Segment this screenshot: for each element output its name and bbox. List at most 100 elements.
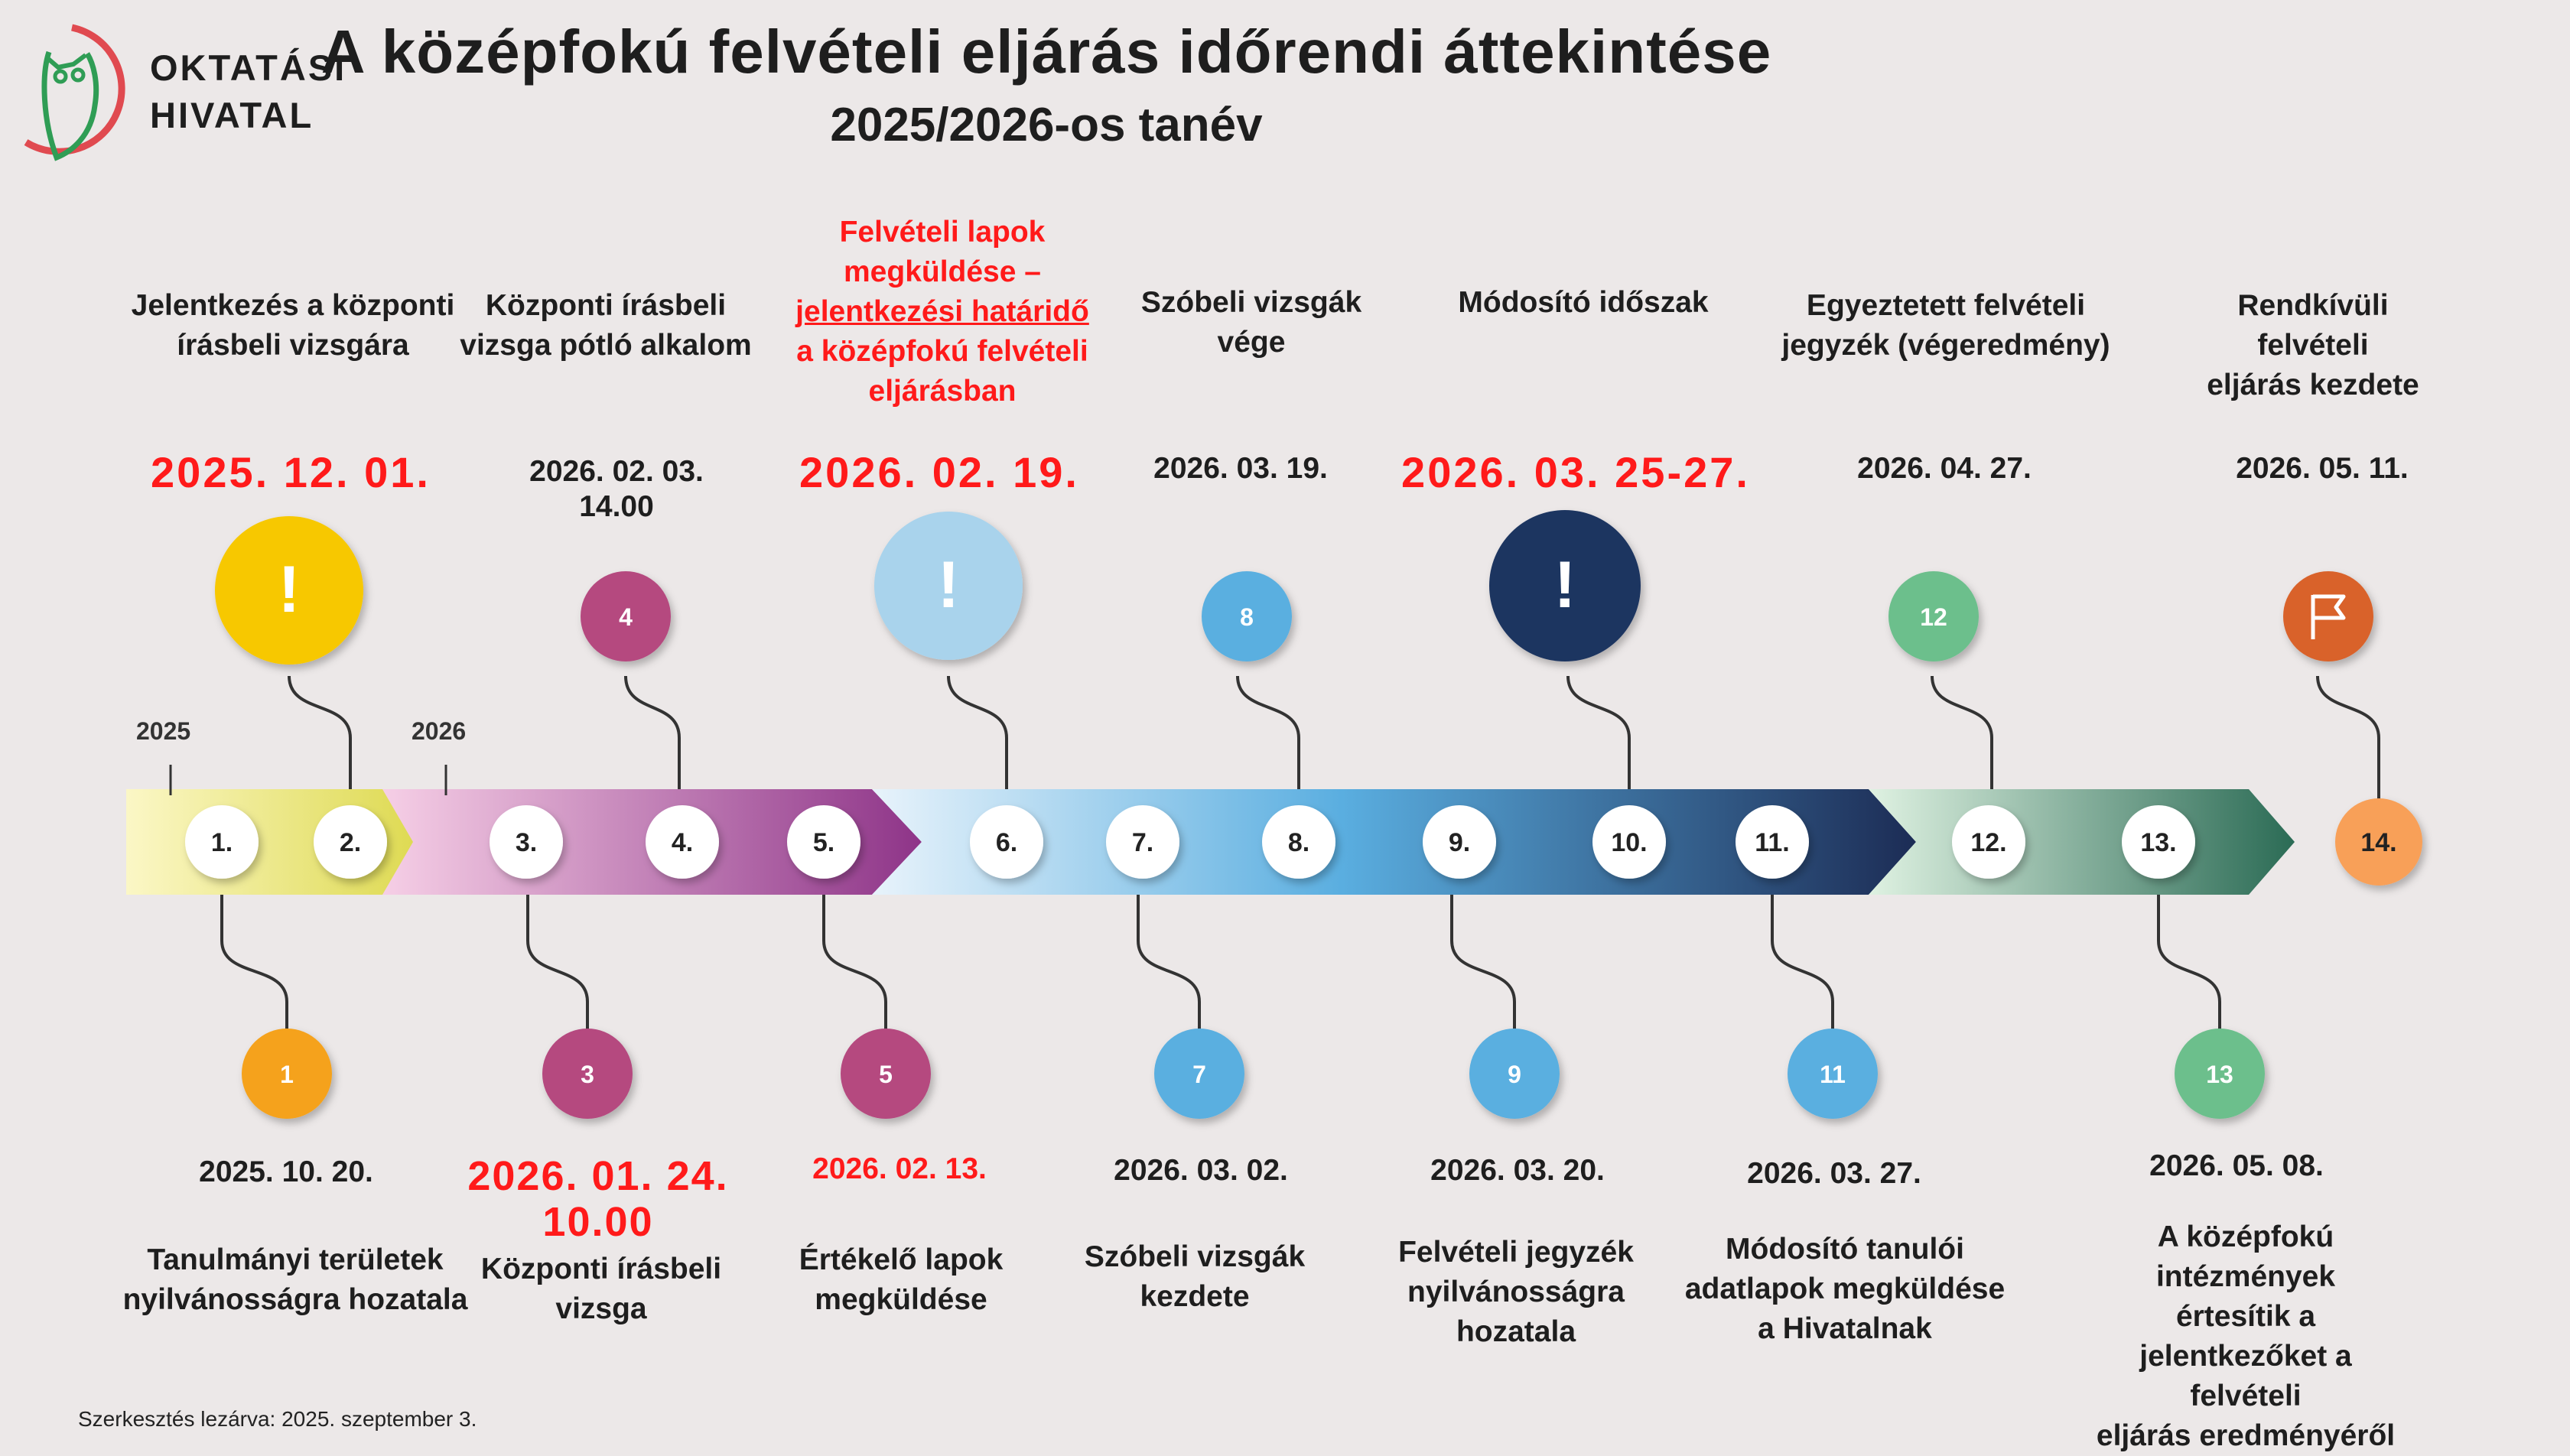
step-label-4: 4.	[672, 828, 693, 857]
step-circle-5	[787, 805, 860, 879]
label-e8-l2: vége	[1217, 326, 1286, 359]
marker-e3	[542, 1029, 633, 1119]
label-e10-l1: Módosító időszak	[1458, 286, 1709, 319]
label-e8-l1: Szóbeli vizsgák	[1140, 286, 1362, 319]
step-label-14: 14.	[2360, 828, 2396, 857]
label-e6-l1: Felvételi lapok	[839, 216, 1046, 249]
label-e11-l2: adatlapok megküldése	[1684, 1272, 2006, 1305]
marker-e12	[1888, 571, 1979, 661]
page-title: A középfokú felvételi eljárás időrendi á…	[320, 18, 1772, 86]
label-e11-l3: a Hivatalnak	[1758, 1312, 1932, 1345]
marker-e9	[1469, 1029, 1560, 1119]
marker-e9-text: 9	[1508, 1061, 1521, 1088]
marker-e8-text: 8	[1240, 603, 1254, 631]
step-circle-6	[970, 805, 1043, 879]
label-e5: Értékelő lapok megküldése	[799, 1240, 1004, 1320]
label-e8: Szóbeli vizsgák vége	[1141, 283, 1361, 362]
logo	[3, 21, 141, 167]
marker-e4	[581, 571, 671, 661]
label-e1: Tanulmányi területek nyilvánosságra hoza…	[123, 1240, 468, 1320]
marker-e13	[2175, 1029, 2265, 1119]
date-e4-l1: 2026. 02. 03.	[529, 455, 704, 488]
date-e2: 2025. 12. 01.	[151, 448, 431, 496]
label-e7-l1: Szóbeli vizsgák	[1084, 1240, 1306, 1273]
date-e7: 2026. 03. 02.	[1114, 1154, 1288, 1187]
marker-e5	[841, 1029, 931, 1119]
page-subtitle: 2025/2026-os tanév	[830, 99, 1263, 151]
marker-e11	[1788, 1029, 1878, 1119]
label-e7: Szóbeli vizsgák kezdete	[1085, 1237, 1305, 1317]
label-e13-l4: eljárás eredményéről	[2096, 1419, 2396, 1452]
arrow-segment-green	[1869, 789, 2295, 895]
label-e4-l2: vizsga pótló alkalom	[460, 329, 752, 362]
label-e9-l1: Felvételi jegyzék	[1398, 1236, 1634, 1269]
year-2025: 2025	[136, 717, 191, 745]
marker-e6	[874, 512, 1023, 660]
date-e3-l1: 2026. 01. 24.	[467, 1153, 729, 1199]
logo-line2: HIVATAL	[150, 95, 314, 135]
label-e9: Felvételi jegyzék nyilvánosságra hozatal…	[1398, 1233, 1634, 1352]
step-label-1: 1.	[211, 828, 233, 857]
year-2026: 2026	[412, 717, 467, 745]
step-circle-9	[1423, 805, 1496, 879]
step-circle-1	[185, 805, 259, 879]
label-e11-l1: Módosító tanulói	[1726, 1233, 1964, 1266]
label-e6-l4: a középfokú felvételi	[796, 335, 1088, 368]
marker-e8	[1202, 571, 1292, 661]
marker-e5-text: 5	[879, 1061, 893, 1088]
step-circle-12	[1952, 805, 2025, 879]
step-label-5: 5.	[813, 828, 834, 857]
marker-e1-text: 1	[280, 1061, 294, 1088]
marker-e7-text: 7	[1192, 1061, 1206, 1088]
marker-e12-text: 12	[1920, 603, 1947, 631]
marker-e2-text: !	[278, 553, 301, 626]
step-label-8: 8.	[1288, 828, 1309, 857]
label-e14-l1: Rendkívüli felvételi	[2237, 289, 2389, 362]
label-e11: Módosító tanulói adatlapok megküldése a …	[1685, 1230, 2005, 1349]
step-circle-7	[1106, 805, 1179, 879]
label-e3: Központi írásbeli vizsga	[481, 1250, 721, 1329]
step-label-10: 10.	[1611, 828, 1647, 857]
label-e9-l3: hozatala	[1456, 1315, 1576, 1348]
date-e12: 2026. 04. 27.	[1857, 452, 2032, 485]
logo-text: OKTATÁSI HIVATAL	[150, 44, 346, 139]
label-e4: Központi írásbeli vizsga pótló alkalom	[460, 286, 751, 366]
marker-e3-text: 3	[581, 1061, 594, 1088]
step-label-11: 11.	[1755, 828, 1789, 857]
date-e11: 2026. 03. 27.	[1747, 1157, 1921, 1190]
step-circle-14	[2335, 798, 2422, 886]
date-e3-l2: 10.00	[542, 1199, 654, 1245]
label-e10: Módosító időszak	[1458, 283, 1708, 323]
label-e6-l5: eljárásban	[868, 375, 1017, 408]
label-e3-l1: Központi írásbeli	[480, 1253, 722, 1285]
label-e4-l1: Központi írásbeli	[485, 289, 727, 322]
step-label-2: 2.	[340, 828, 361, 857]
marker-e11-text: 11	[1820, 1061, 1846, 1088]
date-e4-l2: 14.00	[579, 490, 654, 523]
label-e13-l1: A középfokú intézmények	[2155, 1220, 2336, 1293]
marker-e1	[242, 1029, 332, 1119]
step-circle-3	[490, 805, 563, 879]
step-circle-8	[1262, 805, 1335, 879]
arrow-segment-2025	[126, 789, 436, 895]
label-e12-l2: jegyzék (végeredmény)	[1781, 329, 2110, 362]
date-e3: 2026. 01. 24. 10.00	[467, 1153, 728, 1245]
step-label-9: 9.	[1449, 828, 1470, 857]
date-e14: 2026. 05. 11.	[2236, 452, 2409, 485]
step-label-12: 12.	[1970, 828, 2006, 857]
label-e5-l2: megküldése	[815, 1283, 987, 1316]
label-e13: A középfokú intézmények értesítik a jele…	[2084, 1217, 2408, 1456]
label-e2-l2: írásbeli vizsgára	[177, 329, 409, 362]
marker-e13-text: 13	[2206, 1061, 2233, 1088]
date-e9: 2026. 03. 20.	[1430, 1154, 1605, 1187]
label-e13-l3: felvételi	[2190, 1380, 2302, 1412]
label-e14: Rendkívüli felvételi eljárás kezdete	[2184, 286, 2442, 405]
label-e3-l2: vizsga	[555, 1292, 647, 1325]
date-e8: 2026. 03. 19.	[1153, 452, 1328, 485]
step-circle-11	[1736, 805, 1809, 879]
marker-e7	[1154, 1029, 1244, 1119]
date-e6: 2026. 02. 19.	[799, 448, 1079, 496]
date-e5: 2026. 02. 13.	[812, 1152, 987, 1185]
label-e1-l1: Tanulmányi területek	[147, 1243, 444, 1276]
